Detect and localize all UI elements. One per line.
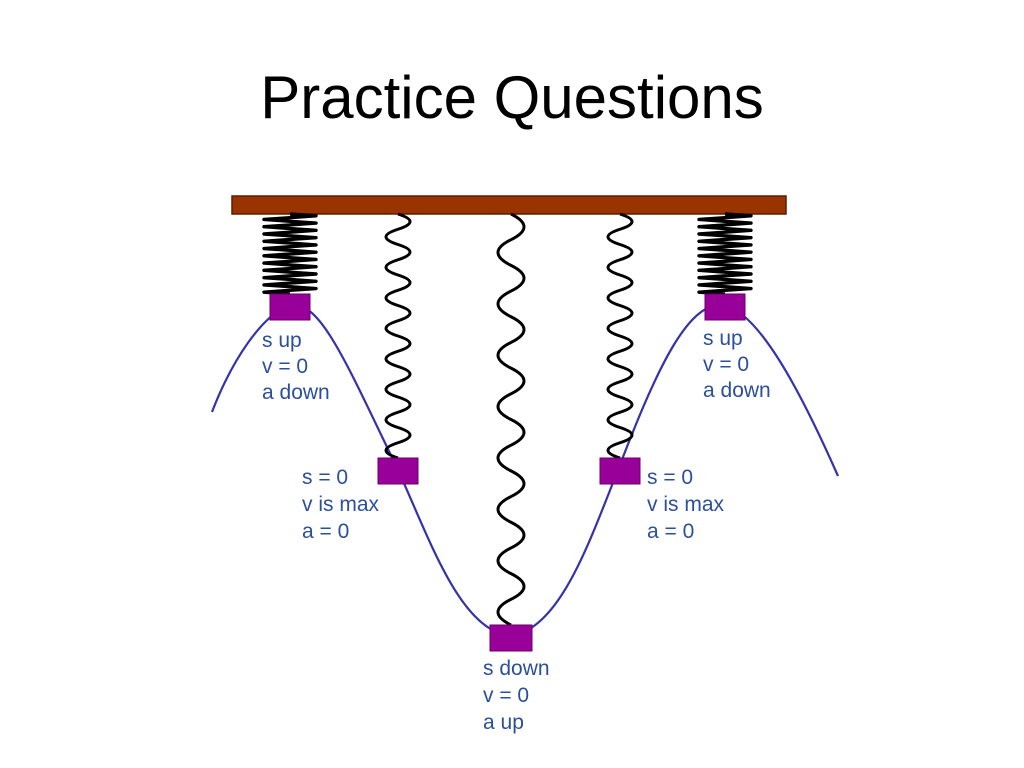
mass-top-right	[704, 293, 746, 321]
label-line: v is max	[647, 493, 725, 516]
mass-bottom	[489, 624, 533, 652]
mass-top-left	[269, 293, 311, 321]
label-line: v is max	[302, 493, 380, 516]
spring-top-left	[262, 212, 318, 296]
springs-group	[262, 212, 753, 627]
label-line: a down	[703, 379, 771, 402]
label-line: a down	[262, 381, 330, 404]
label-line: s = 0	[647, 466, 693, 489]
mass-mid-right	[599, 457, 641, 485]
label-line: a = 0	[647, 520, 694, 543]
label-top-left: s up v = 0 a down	[262, 329, 330, 404]
label-mid-left: s = 0 v is max a = 0	[302, 466, 380, 543]
spring-mid-left	[384, 212, 412, 460]
label-bottom: s down v = 0 a up	[483, 657, 550, 734]
label-line: v = 0	[703, 353, 749, 376]
label-mid-right: s = 0 v is max a = 0	[647, 466, 725, 543]
label-line: s = 0	[302, 466, 348, 489]
label-line: s up	[703, 327, 743, 350]
label-line: v = 0	[262, 355, 308, 378]
mass-mid-left	[377, 457, 419, 485]
spring-top-right	[697, 212, 753, 296]
label-line: a up	[483, 711, 524, 734]
spring-mid-right	[606, 212, 634, 460]
label-line: a = 0	[302, 520, 349, 543]
label-line: s up	[262, 329, 302, 352]
label-top-right: s up v = 0 a down	[703, 327, 771, 402]
slide-title: Practice Questions	[260, 64, 764, 131]
label-line: v = 0	[483, 684, 529, 707]
label-line: s down	[483, 657, 550, 680]
spring-bottom	[496, 212, 526, 627]
ceiling-beam	[231, 195, 787, 215]
